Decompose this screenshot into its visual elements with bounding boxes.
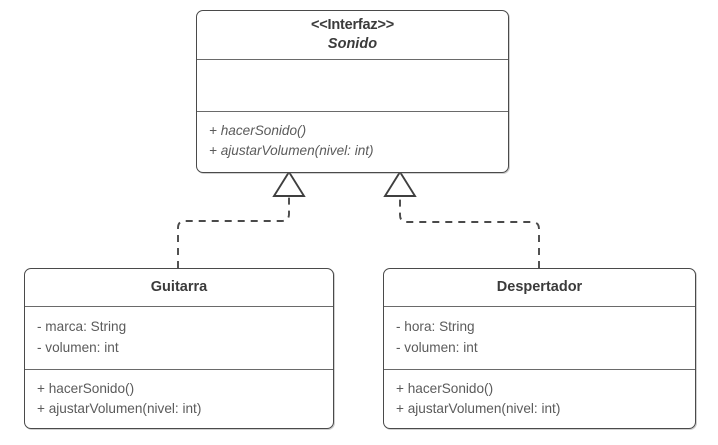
realization-guitarra-arrowhead-icon: [272, 170, 306, 197]
class-methods-despertador: + hacerSonido() + ajustarVolumen(nivel: …: [384, 369, 695, 428]
class-methods-interfaz-sonido: + hacerSonido() + ajustarVolumen(nivel: …: [197, 111, 508, 170]
uml-class-guitarra[interactable]: Guitarra - marca: String - volumen: int …: [24, 268, 334, 429]
class-attributes-interfaz-sonido: [197, 59, 508, 111]
realization-guitarra-line: [177, 195, 290, 268]
class-stereotype: <<Interfaz>>: [310, 16, 395, 33]
class-attributes-guitarra: - marca: String - volumen: int: [25, 306, 333, 369]
class-method: + hacerSonido(): [209, 122, 307, 138]
class-methods-guitarra: + hacerSonido() + ajustarVolumen(nivel: …: [25, 369, 333, 428]
realization-despertador: [383, 170, 540, 268]
class-name: Guitarra: [150, 278, 208, 295]
class-attribute: - marca: String: [37, 319, 127, 335]
class-attribute: - volumen: int: [396, 340, 478, 355]
realization-despertador-line: [399, 195, 540, 268]
class-attribute: - volumen: int: [37, 340, 119, 355]
class-header-interfaz-sonido: <<Interfaz>> Sonido: [197, 11, 508, 59]
realization-guitarra: [177, 170, 306, 268]
class-attributes-despertador: - hora: String - volumen: int: [384, 306, 695, 369]
class-attribute: - hora: String: [396, 319, 475, 335]
realization-despertador-arrowhead-icon: [383, 170, 417, 197]
uml-class-despertador[interactable]: Despertador - hora: String - volumen: in…: [383, 268, 696, 429]
class-name: Despertador: [496, 278, 583, 295]
class-method: + hacerSonido(): [396, 380, 494, 396]
class-method: + ajustarVolumen(nivel: int): [209, 143, 374, 159]
class-method: + hacerSonido(): [37, 380, 135, 396]
uml-class-interfaz-sonido[interactable]: <<Interfaz>> Sonido + hacerSonido() + aj…: [196, 10, 509, 173]
class-method: + ajustarVolumen(nivel: int): [396, 401, 561, 417]
class-name: Sonido: [327, 36, 378, 52]
class-header-despertador: Despertador: [384, 269, 695, 306]
class-header-guitarra: Guitarra: [25, 269, 333, 306]
class-method: + ajustarVolumen(nivel: int): [37, 401, 202, 417]
